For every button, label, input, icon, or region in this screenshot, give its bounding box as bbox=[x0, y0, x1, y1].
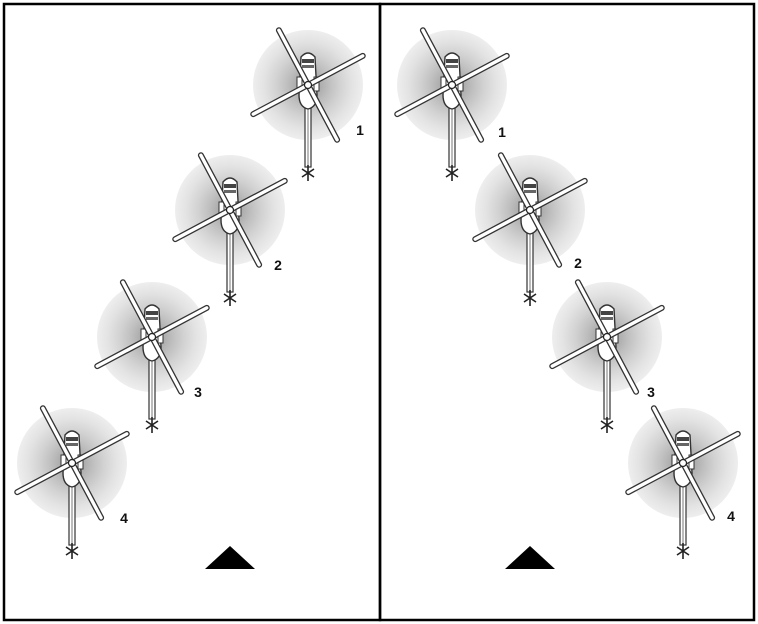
helicopter-top-view-icon bbox=[394, 27, 510, 181]
tail-rotor bbox=[600, 417, 614, 433]
tail-rotor bbox=[676, 543, 690, 559]
helicopter-4: 4 bbox=[14, 405, 130, 559]
tail-rotor bbox=[445, 165, 459, 181]
triangle-icon bbox=[205, 546, 255, 569]
helicopter-3: 3 bbox=[94, 279, 210, 433]
helicopter-number-label: 2 bbox=[574, 255, 582, 271]
rotor-hub bbox=[225, 205, 235, 215]
helicopter-number-label: 3 bbox=[647, 384, 655, 400]
rotor-hub bbox=[602, 332, 612, 342]
helicopter-number-label: 2 bbox=[274, 257, 282, 273]
triangle-icon bbox=[505, 546, 555, 569]
helicopter-top-view-icon bbox=[625, 405, 741, 559]
rotor-hub bbox=[147, 332, 157, 342]
helicopter-top-view-icon bbox=[549, 279, 665, 433]
rotor-hub bbox=[447, 80, 457, 90]
tail-rotor bbox=[223, 290, 237, 306]
tail-boom bbox=[445, 104, 459, 181]
helicopter-1: 1 bbox=[250, 27, 366, 181]
helicopter-2: 2 bbox=[172, 152, 288, 306]
helicopter-number-label: 1 bbox=[498, 124, 506, 140]
rotor-hub bbox=[303, 80, 313, 90]
helicopter-4: 4 bbox=[625, 405, 741, 559]
tail-rotor bbox=[65, 543, 79, 559]
rotor-hub bbox=[525, 205, 535, 215]
tail-boom bbox=[223, 229, 237, 306]
helicopter-number-label: 1 bbox=[356, 122, 364, 138]
helicopter-number-label: 3 bbox=[194, 384, 202, 400]
helicopter-top-view-icon bbox=[472, 152, 588, 306]
helicopter-2: 2 bbox=[472, 152, 588, 306]
helicopter-1: 1 bbox=[394, 27, 510, 181]
panel-frame bbox=[378, 2, 756, 622]
helicopter-top-view-icon bbox=[14, 405, 130, 559]
helicopter-top-view-icon bbox=[94, 279, 210, 433]
tail-rotor bbox=[301, 165, 315, 181]
helicopter-top-view-icon bbox=[172, 152, 288, 306]
rotor-hub bbox=[678, 458, 688, 468]
tail-rotor bbox=[145, 417, 159, 433]
tail-rotor bbox=[523, 290, 537, 306]
helicopter-number-label: 4 bbox=[727, 508, 735, 524]
helicopter-number-label: 4 bbox=[120, 510, 128, 526]
helicopter-3: 3 bbox=[549, 279, 665, 433]
rotor-hub bbox=[67, 458, 77, 468]
helicopter-top-view-icon bbox=[250, 27, 366, 181]
panel-left: 1 2 3 4 bbox=[2, 2, 382, 622]
panel-right: 1 2 3 4 bbox=[378, 2, 756, 622]
